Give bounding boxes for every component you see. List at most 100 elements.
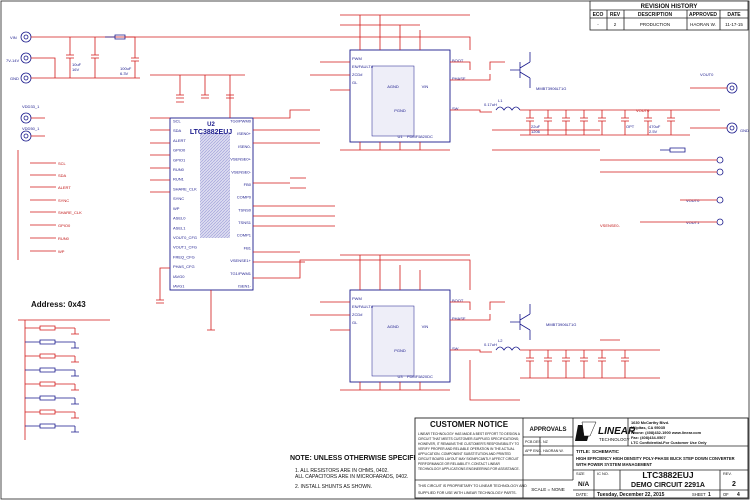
rev-header-date: DATE <box>727 12 741 18</box>
vout-terminal-label: VOUT0 <box>700 72 714 77</box>
inductor-l2 <box>495 346 521 351</box>
u1-pin-sw: SW <box>452 106 459 111</box>
controller-pin-vsense0-: VSENSE0+ <box>230 157 251 162</box>
date-label: DATE: <box>576 492 588 497</box>
proprietary-line-2: SUPPLIED FOR USE WITH LINEAR TECHNOLOGY … <box>418 491 517 495</box>
input-cap-value: 10uF <box>72 62 82 67</box>
controller-exposed-pad <box>200 133 230 238</box>
customer-notice-title: CUSTOMER NOTICE <box>430 420 509 429</box>
rev-value: 2 <box>732 481 736 488</box>
controller-pin-run0: RUN0 <box>173 167 185 172</box>
u3-pin-gl: GL <box>352 320 358 325</box>
sheet-label: SHEET <box>692 492 706 497</box>
u1-pgnd: PGND <box>394 108 406 113</box>
transistor-q1 <box>510 52 531 88</box>
power-stage-u1: AGND VIN PGND U1 FDMF5820DC PWM EN/FAULT… <box>349 49 466 143</box>
u3-pin-en: EN/FAULT# <box>352 304 374 309</box>
u3-ref: U3 <box>397 374 403 379</box>
title-label: TITLE: <box>576 449 591 454</box>
notice-line-2: CIRCUIT THAT MEETS CUSTOMER-SUPPLIED SPE… <box>418 437 519 441</box>
controller-pin-isen1-: ISEN1- <box>238 284 252 289</box>
controller-signal-labels: SCL SDA ALERT SYNC SHARE_CLK GPIO0 RUN0 … <box>17 150 82 260</box>
controller-pin-iavg1: IAVG1 <box>173 284 185 289</box>
gnd-terminal-jack <box>20 72 32 84</box>
revision-history-table: REVISION HISTORY ECO REV DESCRIPTION APP… <box>589 0 749 31</box>
pcb-des-value: NZ <box>543 440 549 444</box>
linear-logo: LINEAR TECHNOLOGY <box>575 421 636 442</box>
u1-agnd: AGND <box>387 84 399 89</box>
controller-left-pins: SCLSDAALERTGPIO0GPIO1RUN0RUN1SHARE_CLKSY… <box>173 119 197 289</box>
size-value: N/A <box>578 481 590 488</box>
out-cap-1-value: 22uF <box>531 124 541 129</box>
signal-label-gpio0: GPIO0 <box>58 223 71 228</box>
stage2-transistor-label: MMBT3906LT1G <box>546 322 576 327</box>
rev-header-approved: APPROVED <box>689 12 717 18</box>
stage2-inductor-ref: L2 <box>498 338 503 343</box>
vin-terminal-jack <box>20 31 32 43</box>
u1-pin-zcd: ZCD# <box>352 72 363 77</box>
note-1: 1. ALL RESISTORS ARE IN OHMS, 0402. <box>295 468 389 474</box>
u1-vin: VIN <box>422 84 429 89</box>
bulk-cap-value: 100uF <box>120 66 132 71</box>
controller-pin-vsense1-: VSENSE1+ <box>230 258 251 263</box>
notice-line-4: VERIFY PROPER AND RELIABLE OPERATION IN … <box>418 447 515 451</box>
notes-title: NOTE: UNLESS OTHERWISE SPECIFIED <box>290 455 425 462</box>
sheet-value: 1 <box>708 492 711 498</box>
signal-label-share-clk: SHARE_CLK <box>58 210 82 215</box>
company-name: LINEAR <box>598 426 636 437</box>
revision-title: REVISION HISTORY <box>641 4 698 10</box>
address-resistor <box>25 381 79 391</box>
ic-no-value: LTC3882EUJ <box>642 470 694 480</box>
signal-label-run0: RUN0 <box>58 236 70 241</box>
output-cap-bank-2 <box>520 339 660 379</box>
rev-header-eco: ECO <box>593 12 604 18</box>
controller-pin-run1: RUN1 <box>173 177 185 182</box>
u3-part: FDMF5820DC <box>407 374 433 379</box>
approvals-title: APPROVALS <box>530 427 567 433</box>
u3-pgnd: PGND <box>394 348 406 353</box>
vdd50-terminal-label: VDD50_1 <box>22 126 40 131</box>
notice-line-6: CIRCUIT BOARD LAYOUT MAY SIGNIFICANTLY A… <box>418 457 519 461</box>
address-resistor <box>25 325 79 335</box>
out-cap-1-package: 1206 <box>531 129 541 134</box>
controller-net-wires <box>150 74 335 331</box>
note-1b: ALL CAPACITORS ARE IN MICROFARADS, 0402. <box>295 474 408 480</box>
signal-label-sync: SYNC <box>58 198 69 203</box>
vdd33-terminal-label: VDD33_1 <box>22 104 40 109</box>
notice-line-3: HOWEVER, IT REMAINS THE CUSTOMER'S RESPO… <box>418 442 519 446</box>
title-block: CUSTOMER NOTICE LINEAR TECHNOLOGY HAS MA… <box>414 417 749 499</box>
rev-header-rev: REV <box>610 12 621 18</box>
controller-ref: U2 <box>207 122 215 128</box>
demo-circuit: DEMO CIRCUIT 2291A <box>631 482 705 489</box>
title-line-1: HIGH EFFICIENCY HIGH DENSITY POLY-PHASE … <box>576 456 735 461</box>
app-eng-label: APP ENG. <box>525 449 542 453</box>
u1-pin-en: EN/FAULT# <box>352 64 374 69</box>
rev-row-approved: HAORAN W. <box>690 22 716 27</box>
output-gnd-label: GND <box>740 128 749 133</box>
output-terminals: VOUT0 VOUT0 GND VOUT0 VOUT1 VSENSE0- <box>600 72 749 228</box>
u3-agnd: AGND <box>387 324 399 329</box>
u1-part: FDMF5820DC <box>407 134 433 139</box>
stage2-wires: MMBT3906LT1G L2 0.17uH <box>310 254 660 401</box>
date-value: Tuesday, December 22, 2015 <box>597 492 665 498</box>
address-resistor <box>25 409 79 419</box>
vin-range-label: 7V-14V <box>6 58 19 63</box>
controller-pin-fb1: FB1 <box>244 245 252 250</box>
signal-label-wp: WP <box>58 249 65 254</box>
notice-line-5: APPLICATION. COMPONENT SUBSTITUTION AND … <box>418 452 512 456</box>
title-value: SCHEMATIC <box>592 449 620 454</box>
controller-pin-alert: ALERT <box>173 138 186 143</box>
inductor-l1 <box>495 106 521 111</box>
address-config-section: Address: 0x43 <box>18 300 110 440</box>
controller-pin-vsense0-: VSENSE0- <box>231 169 251 174</box>
address-resistor <box>25 423 79 433</box>
rev-header-description: DESCRIPTION <box>638 12 673 18</box>
transistor-q2 <box>510 304 531 340</box>
of-value: 4 <box>737 492 740 498</box>
signal-label-scl: SCL <box>58 161 67 166</box>
vout0-net-label: VOUT0 <box>636 108 650 113</box>
vout1-label: VOUT1 <box>686 220 700 225</box>
out-cap-bulk-value: 470uF <box>649 124 661 129</box>
rev-row-rev: 2 <box>614 22 617 27</box>
